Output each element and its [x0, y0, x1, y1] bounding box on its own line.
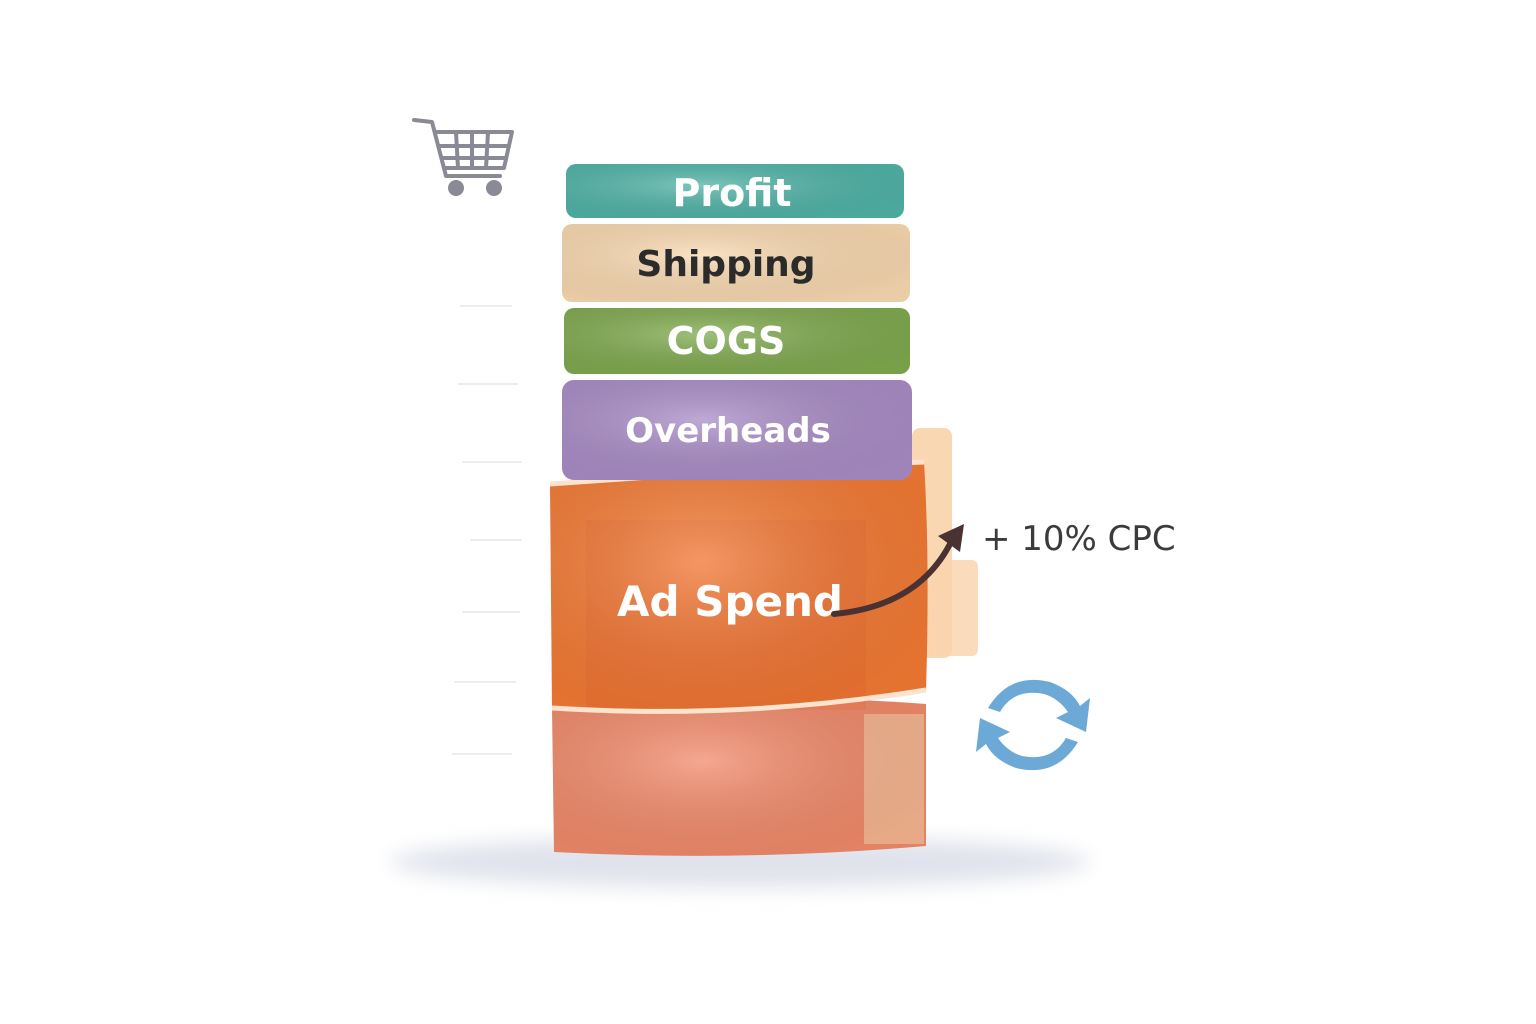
guide-lines [452, 305, 522, 755]
shopping-cart-icon [412, 118, 514, 196]
increase-arrow [831, 524, 964, 617]
label-cogs: COGS [667, 319, 786, 363]
refresh-cycle-icon [976, 679, 1090, 771]
cpc-annotation: + 10% CPC [982, 519, 1176, 559]
label-profit: Profit [672, 171, 791, 215]
layer-base [552, 697, 926, 856]
layer-overheads [562, 380, 912, 480]
label-shipping: Shipping [636, 244, 815, 285]
layer-cogs [564, 308, 910, 374]
label-ad-spend: Ad Spend [617, 577, 843, 626]
layer-shipping [562, 224, 910, 302]
label-overheads: Overheads [625, 411, 831, 451]
layer-profit [566, 164, 904, 218]
